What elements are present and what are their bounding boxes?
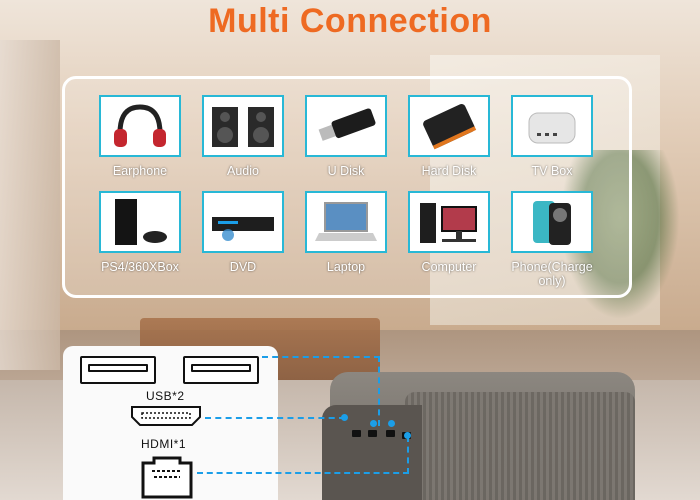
tv-box-icon <box>511 95 593 157</box>
device-tv-box: TV Box <box>497 95 607 178</box>
usb-port-icon <box>183 356 259 384</box>
game-console-icon <box>99 191 181 253</box>
connector-dot <box>388 420 395 427</box>
connector-dot <box>370 420 377 427</box>
hdmi-port-icon <box>131 406 201 426</box>
curtain <box>0 40 60 370</box>
device-earphone: Earphone <box>85 95 195 178</box>
device-laptop: Laptop <box>291 191 401 274</box>
device-phone: Phone(Charge only) <box>497 191 607 288</box>
projector-port-usb-2 <box>368 430 377 437</box>
phone-icon <box>511 191 593 253</box>
device-label: Audio <box>227 164 259 178</box>
device-label: Hard Disk <box>421 164 477 178</box>
connector-line <box>407 436 409 474</box>
usb-port-icon <box>80 356 156 384</box>
computer-icon <box>408 191 490 253</box>
hard-disk-icon <box>408 95 490 157</box>
device-panel: Earphone Audio U Disk Hard Disk T <box>62 76 632 298</box>
connector-line <box>378 356 380 426</box>
device-ps4-xbox: PS4/360XBox <box>85 191 195 274</box>
dvd-player-icon <box>202 191 284 253</box>
laptop-icon <box>305 191 387 253</box>
projector-port-usb-1 <box>352 430 361 437</box>
hdmi-label: HDMI*1 <box>141 437 187 451</box>
device-label: U Disk <box>327 164 365 178</box>
projector-vent <box>405 392 635 500</box>
projector-port-hdmi <box>386 430 395 437</box>
speakers-icon <box>202 95 284 157</box>
device-label: Earphone <box>112 164 168 178</box>
connector-dot <box>404 432 411 439</box>
device-label: Laptop <box>326 260 366 274</box>
device-audio: Audio <box>188 95 298 178</box>
device-label: Computer <box>421 260 477 274</box>
connector-line <box>262 356 380 358</box>
ethernet-port-icon <box>141 456 193 499</box>
usb-label: USB*2 <box>146 389 185 403</box>
device-computer: Computer <box>394 191 504 274</box>
device-hard-disk: Hard Disk <box>394 95 504 178</box>
device-dvd: DVD <box>188 191 298 274</box>
device-u-disk: U Disk <box>291 95 401 178</box>
connector-line <box>197 472 409 474</box>
device-label: PS4/360XBox <box>101 260 179 274</box>
connector-dot <box>341 414 348 421</box>
page-title: Multi Connection <box>208 2 492 40</box>
device-label: DVD <box>229 260 257 274</box>
connector-line <box>205 417 345 419</box>
device-label: TV Box <box>531 164 573 178</box>
usb-drive-icon <box>305 95 387 157</box>
device-label: Phone(Charge only) <box>511 260 593 288</box>
headphones-icon <box>99 95 181 157</box>
